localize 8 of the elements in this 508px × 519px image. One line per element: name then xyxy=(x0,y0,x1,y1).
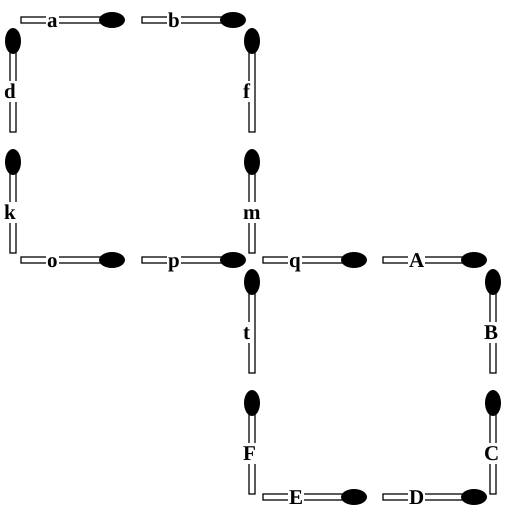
stick-label: k xyxy=(3,202,17,223)
stick-label: d xyxy=(3,81,17,102)
stick-label: f xyxy=(242,81,251,102)
stick-label: C xyxy=(483,443,500,464)
stick-label: t xyxy=(242,322,251,343)
stick-label: F xyxy=(242,443,257,464)
stick-label: B xyxy=(483,322,500,343)
stick-label: m xyxy=(242,202,262,223)
